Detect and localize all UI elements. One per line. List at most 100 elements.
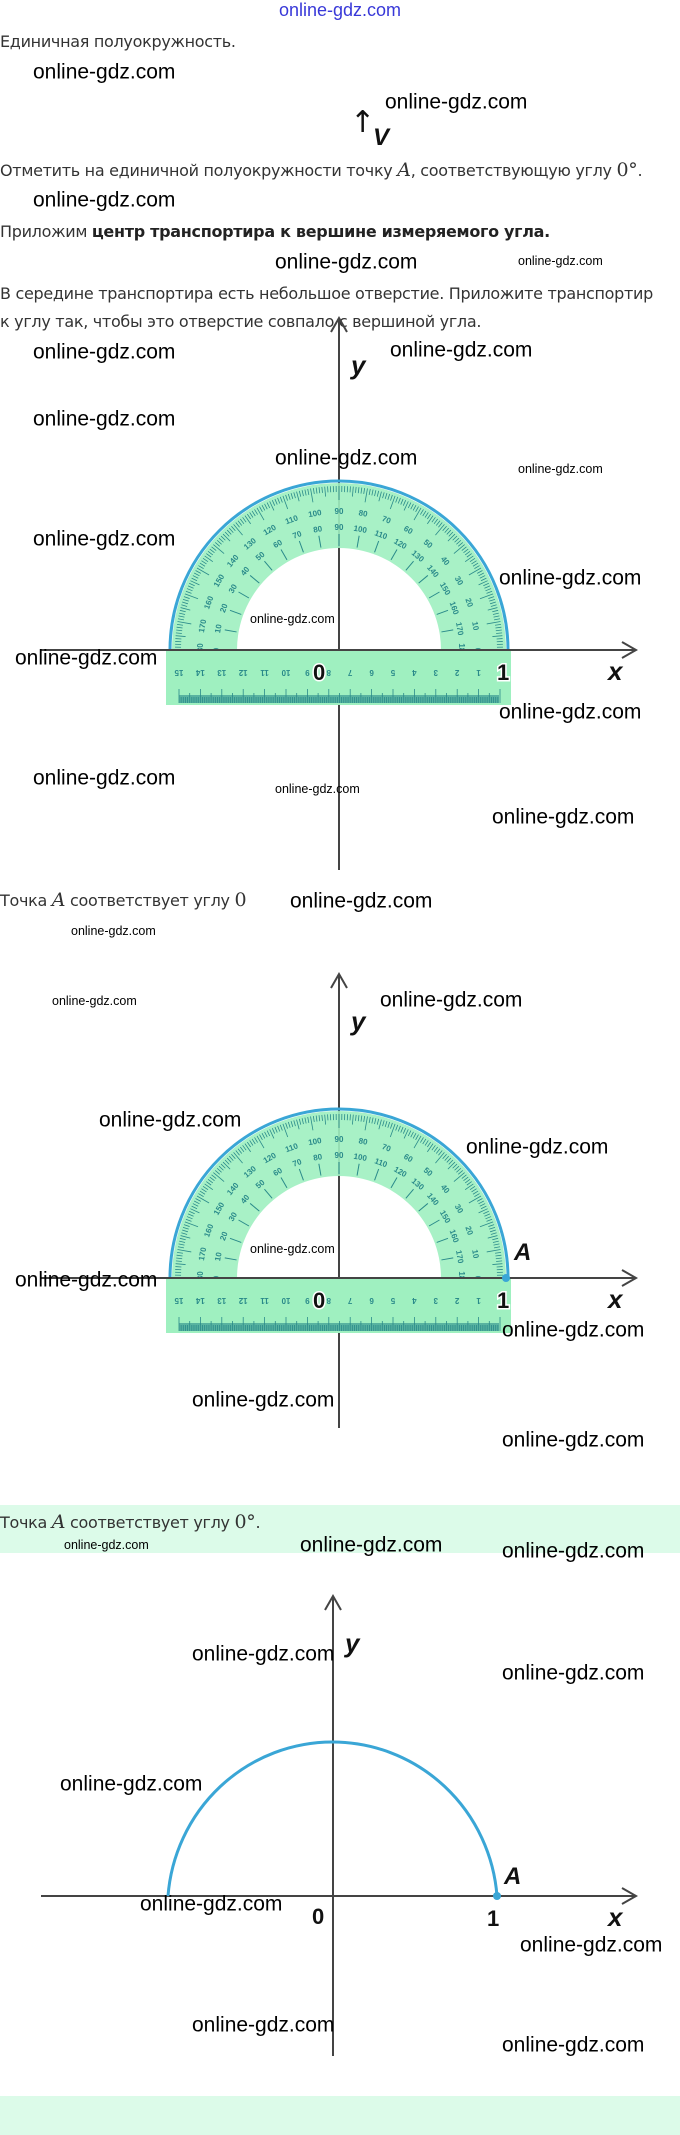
protractor-inner-label: 110 bbox=[373, 528, 389, 541]
protractor-tick bbox=[237, 520, 243, 526]
protractor-tick bbox=[324, 1114, 326, 1125]
protractor-inner-label: 70 bbox=[291, 1157, 303, 1169]
result1-point: A bbox=[51, 889, 66, 911]
protractor-tick bbox=[293, 492, 296, 499]
x-axis-label: x bbox=[606, 1902, 624, 1932]
origin-label: 0 bbox=[313, 1288, 325, 1313]
protractor-tick bbox=[352, 486, 354, 497]
protractor-tick bbox=[352, 1114, 354, 1125]
protractor-tick bbox=[182, 598, 189, 602]
protractor-tick bbox=[211, 1174, 217, 1179]
watermark-text: online-gdz.com bbox=[33, 766, 176, 790]
protractor-tick bbox=[364, 1116, 368, 1131]
protractor-tick bbox=[446, 529, 452, 535]
protractor-tick bbox=[447, 533, 456, 542]
protractor-tick bbox=[285, 494, 288, 501]
watermark-text: online-gdz.com bbox=[385, 90, 528, 114]
ruler-label: 3 bbox=[433, 1296, 438, 1305]
up-arrow-icon: ↑ bbox=[350, 105, 376, 140]
protractor-tick bbox=[452, 535, 458, 541]
protractor-tick bbox=[464, 555, 474, 562]
task-text: Отметить на единичной полуокружности точ… bbox=[0, 159, 643, 181]
protractor-inner-tick bbox=[298, 540, 304, 553]
point-a-marker bbox=[502, 1274, 510, 1282]
protractor-inner-tick bbox=[374, 1168, 380, 1181]
protractor-tick bbox=[480, 1205, 487, 1210]
watermark-text: online-gdz.com bbox=[300, 1533, 443, 1557]
protractor-tick bbox=[464, 1183, 474, 1190]
protractor-tick bbox=[183, 1224, 190, 1227]
protractor-tick bbox=[484, 585, 491, 589]
protractor-inner-tick bbox=[390, 549, 398, 561]
watermark-text: online-gdz.com bbox=[518, 254, 603, 269]
ruler-label: 8 bbox=[326, 668, 331, 677]
protractor-tick bbox=[194, 572, 200, 577]
protractor-tick bbox=[178, 615, 185, 618]
protractor-tick bbox=[184, 1221, 199, 1228]
protractor-tick bbox=[222, 533, 231, 542]
protractor-tick bbox=[185, 1218, 192, 1222]
protractor-tick bbox=[204, 555, 214, 562]
task-point: A bbox=[397, 159, 411, 181]
x-axis-label: x bbox=[606, 656, 624, 686]
protractor-tick bbox=[274, 1126, 278, 1133]
protractor-tick bbox=[199, 562, 206, 567]
protractor-inner-label: 20 bbox=[218, 602, 230, 614]
step1-normal: Приложим bbox=[0, 222, 92, 241]
protractor-tick bbox=[201, 560, 207, 565]
protractor-tick bbox=[183, 596, 190, 599]
protractor-tick bbox=[400, 498, 404, 505]
protractor-tick bbox=[389, 1123, 396, 1138]
protractor-tick bbox=[410, 1131, 414, 1138]
protractor-outer-label: 80 bbox=[358, 508, 369, 519]
protractor-inner-tick bbox=[318, 1163, 322, 1176]
ruler-label: 14 bbox=[195, 668, 204, 677]
protractor-tick bbox=[407, 1130, 412, 1137]
protractor-inner-label: 100 bbox=[353, 1152, 368, 1163]
protractor-tick bbox=[296, 1119, 300, 1130]
protractor-tick bbox=[290, 493, 294, 500]
protractor-tick bbox=[175, 1260, 182, 1262]
watermark-text: online-gdz.com bbox=[64, 1538, 149, 1553]
protractor-tick bbox=[269, 1129, 275, 1139]
protractor-tick bbox=[378, 1119, 382, 1130]
protractor-outer-label: 160 bbox=[202, 1222, 215, 1238]
protractor-tick bbox=[196, 567, 210, 576]
protractor-tick bbox=[233, 524, 243, 536]
protractor-tick bbox=[209, 548, 215, 554]
ruler-label: 11 bbox=[260, 668, 269, 677]
protractor-inner-label: 90 bbox=[335, 1151, 344, 1160]
protractor-inner-tick bbox=[229, 609, 242, 615]
protractor-outer-label: 170 bbox=[197, 618, 208, 633]
protractor-tick bbox=[384, 493, 388, 500]
protractor-tick bbox=[251, 1138, 256, 1145]
protractor-tick bbox=[285, 1122, 288, 1129]
y-axis-label: y bbox=[349, 350, 367, 380]
unit-semicircle bbox=[168, 1107, 510, 1279]
protractor-tick bbox=[382, 1120, 385, 1127]
protractor-outer-label: 110 bbox=[284, 1141, 300, 1154]
protractor-tick bbox=[433, 1146, 439, 1153]
protractor-inner-tick bbox=[229, 1237, 242, 1243]
watermark-text: online-gdz.com bbox=[52, 994, 137, 1009]
protractor-inner-label: 20 bbox=[218, 1230, 230, 1242]
watermark-text: online-gdz.com bbox=[499, 700, 642, 724]
protractor-tick bbox=[318, 1115, 321, 1122]
result2-point: A bbox=[51, 1511, 66, 1533]
ruler-label: 8 bbox=[326, 1296, 331, 1305]
protractor-tick bbox=[254, 509, 258, 515]
protractor-tick bbox=[403, 1129, 409, 1139]
protractor-tick bbox=[487, 1235, 498, 1239]
protractor-tick bbox=[489, 1229, 496, 1233]
protractor-tick bbox=[454, 1165, 460, 1171]
protractor-tick bbox=[487, 607, 498, 611]
origin-label: 0 bbox=[312, 1904, 324, 1929]
watermark-text: online-gdz.com bbox=[15, 646, 158, 670]
protractor-tick bbox=[259, 1134, 263, 1141]
protractor-tick bbox=[479, 1203, 486, 1207]
protractor-tick bbox=[180, 607, 191, 611]
protractor-tick bbox=[454, 537, 460, 543]
protractor-tick bbox=[179, 1240, 186, 1243]
protractor-tick bbox=[448, 531, 454, 537]
protractor-tick bbox=[476, 570, 483, 574]
